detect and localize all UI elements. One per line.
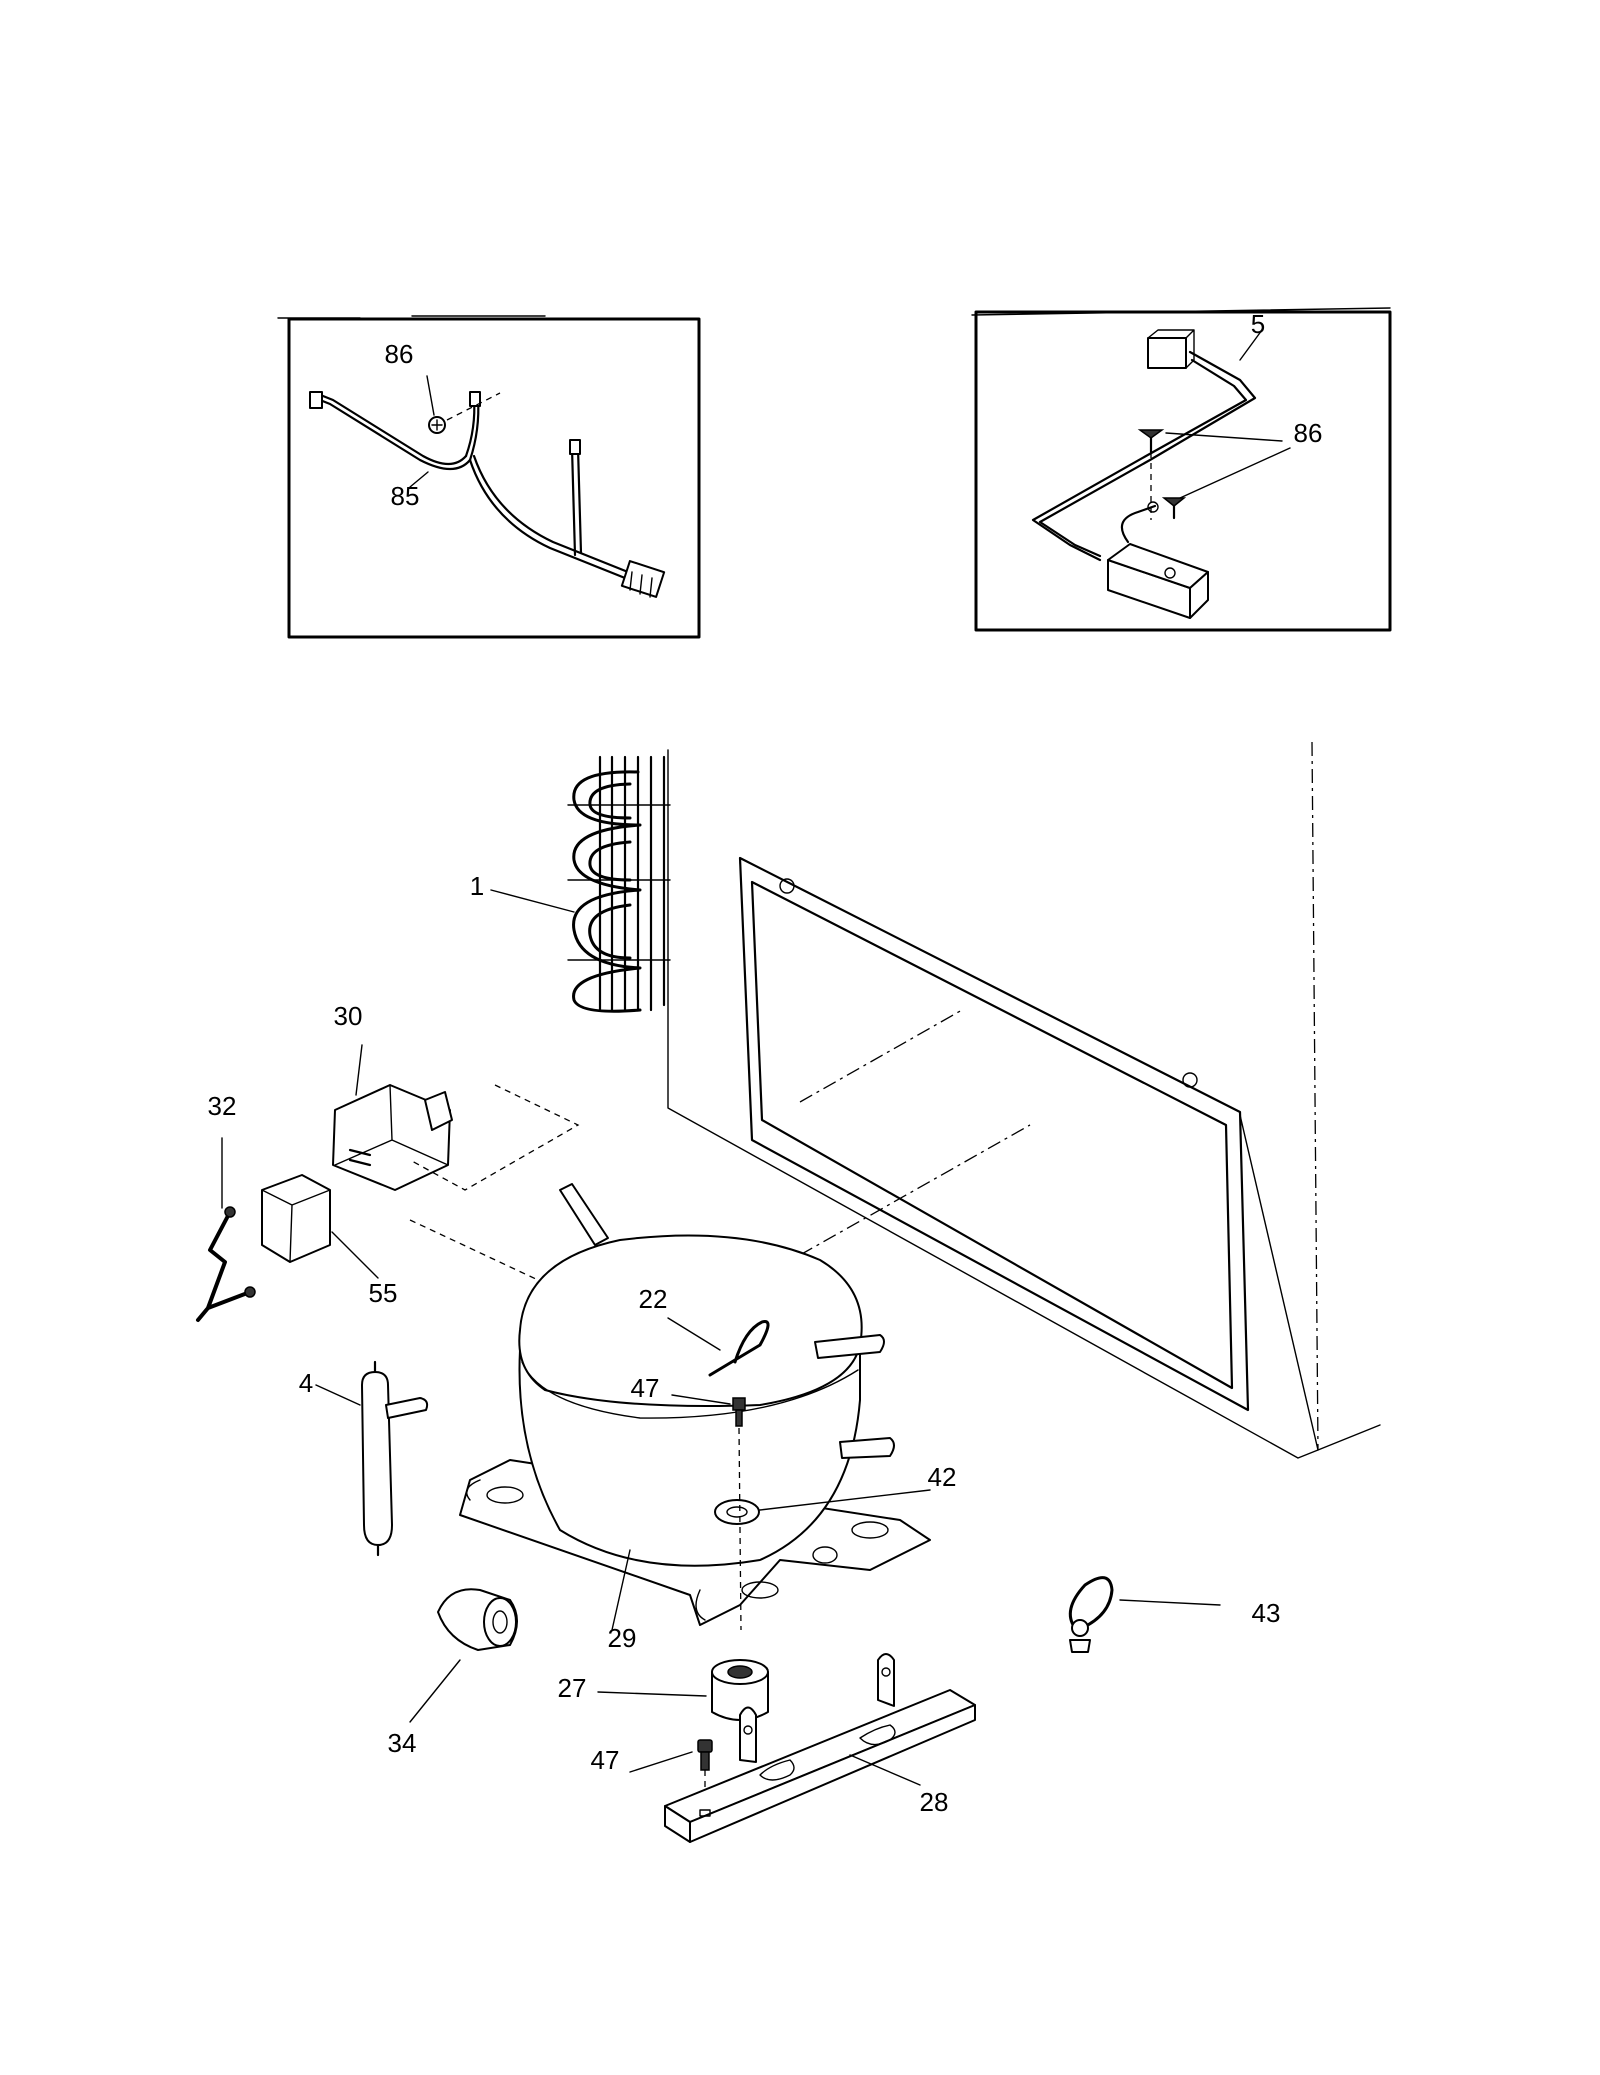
label-22: 22 (639, 1284, 668, 1314)
grommet-icon (409, 1588, 518, 1723)
label-4: 4 (299, 1368, 313, 1398)
label-27: 27 (558, 1673, 587, 1703)
label-34: 34 (388, 1728, 417, 1758)
mounting-rail-icon (664, 1653, 976, 1843)
part-labels: 86 85 5 86 1 30 32 55 22 47 4 42 43 29 3… (208, 309, 1323, 1817)
screw-86-right-b-icon (1161, 497, 1187, 520)
overload-protector-icon (261, 1174, 379, 1279)
label-86-left: 86 (385, 339, 414, 369)
label-47-bottom: 47 (591, 1745, 620, 1775)
label-86-right: 86 (1294, 418, 1323, 448)
label-29: 29 (608, 1623, 637, 1653)
label-30: 30 (334, 1001, 363, 1031)
inset-wire-harness (277, 315, 701, 639)
label-47-top: 47 (631, 1373, 660, 1403)
label-55: 55 (369, 1278, 398, 1308)
label-32: 32 (208, 1091, 237, 1121)
label-42: 42 (928, 1462, 957, 1492)
label-1: 1 (470, 871, 484, 901)
screw-86-left-icon (428, 416, 446, 434)
drier-filter-icon (315, 1360, 429, 1557)
compressor-icon (459, 1183, 931, 1631)
clamp-icon (1068, 1576, 1221, 1653)
cabinet-back-panel (667, 741, 1381, 1459)
condenser-coil-icon (490, 755, 671, 1013)
inset-wire-junction (971, 307, 1392, 632)
label-28: 28 (920, 1787, 949, 1817)
label-43: 43 (1252, 1598, 1281, 1628)
wire-32-icon (196, 1137, 256, 1322)
screw-86-right-a-icon (1137, 429, 1165, 454)
label-85: 85 (391, 481, 420, 511)
screw-47-top-icon (732, 1397, 746, 1427)
mounting-grommet-icon (597, 1659, 769, 1721)
relay-icon (332, 1044, 453, 1191)
label-5: 5 (1251, 309, 1265, 339)
